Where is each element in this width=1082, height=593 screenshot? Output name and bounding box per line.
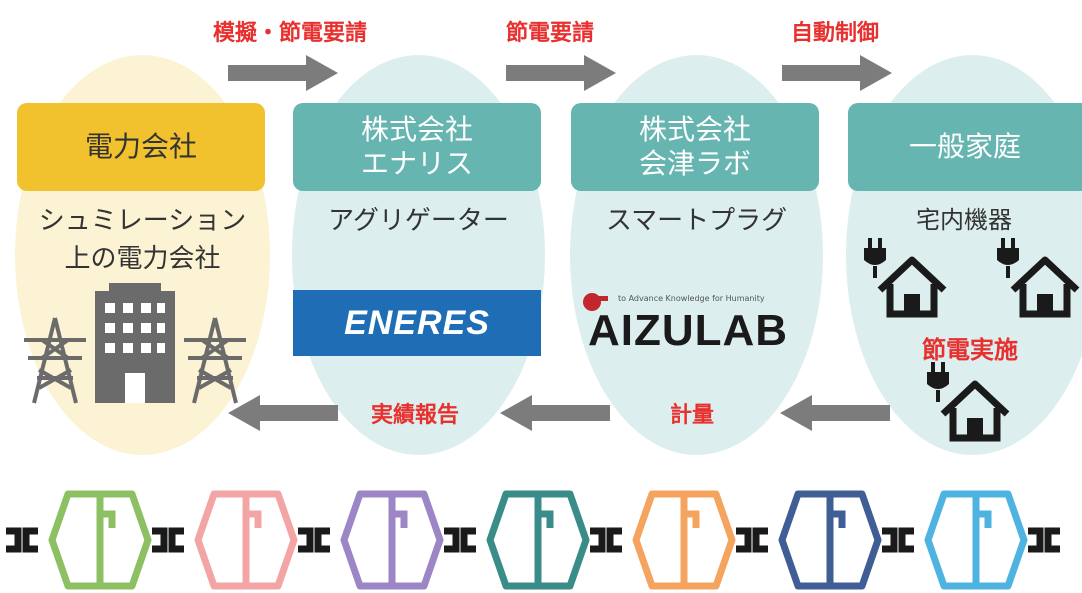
chain-link-icon xyxy=(736,527,768,553)
blockchain-block-icon xyxy=(924,490,1028,590)
chain-link-icon xyxy=(444,527,476,553)
chain-link-icon xyxy=(590,527,622,553)
aizulab-sub: スマートプラグ xyxy=(605,206,788,236)
household-sub: 宅内機器 xyxy=(916,206,1012,234)
chain-link-icon xyxy=(152,527,184,553)
plug-house-icon-1 xyxy=(864,238,947,318)
blockchain-block-icon xyxy=(340,490,444,590)
chain-link-icon xyxy=(6,527,38,553)
transmission-tower-left-icon xyxy=(24,317,86,404)
blockchain-block-icon xyxy=(48,490,152,590)
household-box: 一般家庭 xyxy=(848,103,1082,191)
eneres-logo-text: ENERES xyxy=(344,303,490,342)
bottom-arrow-label-1: 実績報告 xyxy=(370,403,459,428)
bottom-arrow-label-2: 計量 xyxy=(669,403,714,428)
top-arrow-1 xyxy=(228,55,338,91)
aizulab-title-line-2: 会津ラボ xyxy=(638,147,751,180)
blockchain-block-icon xyxy=(778,490,882,590)
household-title: 一般家庭 xyxy=(908,130,1021,163)
blockchain-block-icon xyxy=(632,490,736,590)
aizulab-logo: to Advance Knowledge for Humanity AIZULA… xyxy=(580,290,815,365)
chain-link-icon xyxy=(882,527,914,553)
blockchain-chain xyxy=(6,490,1060,590)
top-arrow-label-2: 節電要請 xyxy=(505,21,594,46)
eneres-sub: アグリゲーター xyxy=(328,206,509,236)
aizulab-box: 株式会社 会津ラボ xyxy=(571,103,819,191)
top-arrow-2 xyxy=(506,55,616,91)
chain-link-icon xyxy=(298,527,330,553)
top-arrow-3 xyxy=(782,55,892,91)
power-company-sub-line-1: シュミレーション xyxy=(38,206,247,236)
office-building-icon xyxy=(95,283,175,403)
power-company-sub-line-2: 上の電力会社 xyxy=(64,244,221,274)
bottom-arrow-1 xyxy=(228,395,338,431)
aizulab-robot-icon xyxy=(583,293,608,311)
aizulab-tagline: to Advance Knowledge for Humanity xyxy=(618,294,765,303)
bottom-arrow-3 xyxy=(780,395,890,431)
plug-house-icon-2 xyxy=(997,238,1080,318)
top-arrow-label-3: 自動制御 xyxy=(790,21,879,46)
chain-link-icon xyxy=(1028,527,1060,553)
plug-house-icon-3 xyxy=(927,362,1010,442)
top-arrow-label-1: 模擬・節電要請 xyxy=(212,21,367,46)
power-company-title: 電力会社 xyxy=(84,130,197,163)
blockchain-block-icon xyxy=(194,490,298,590)
power-saving-action-label: 節電実施 xyxy=(922,336,1018,364)
eneres-logo: ENERES xyxy=(293,290,541,356)
aizulab-logo-text: AIZULAB xyxy=(588,306,789,355)
eneres-title-line-2: エナリス xyxy=(360,147,473,180)
eneres-title-line-1: 株式会社 xyxy=(360,113,473,146)
blockchain-block-icon xyxy=(486,490,590,590)
bottom-arrow-2 xyxy=(500,395,610,431)
aizulab-title-line-1: 株式会社 xyxy=(638,113,751,146)
eneres-box: 株式会社 エナリス xyxy=(293,103,541,191)
transmission-tower-right-icon xyxy=(184,317,246,404)
power-company-box: 電力会社 xyxy=(17,103,265,191)
